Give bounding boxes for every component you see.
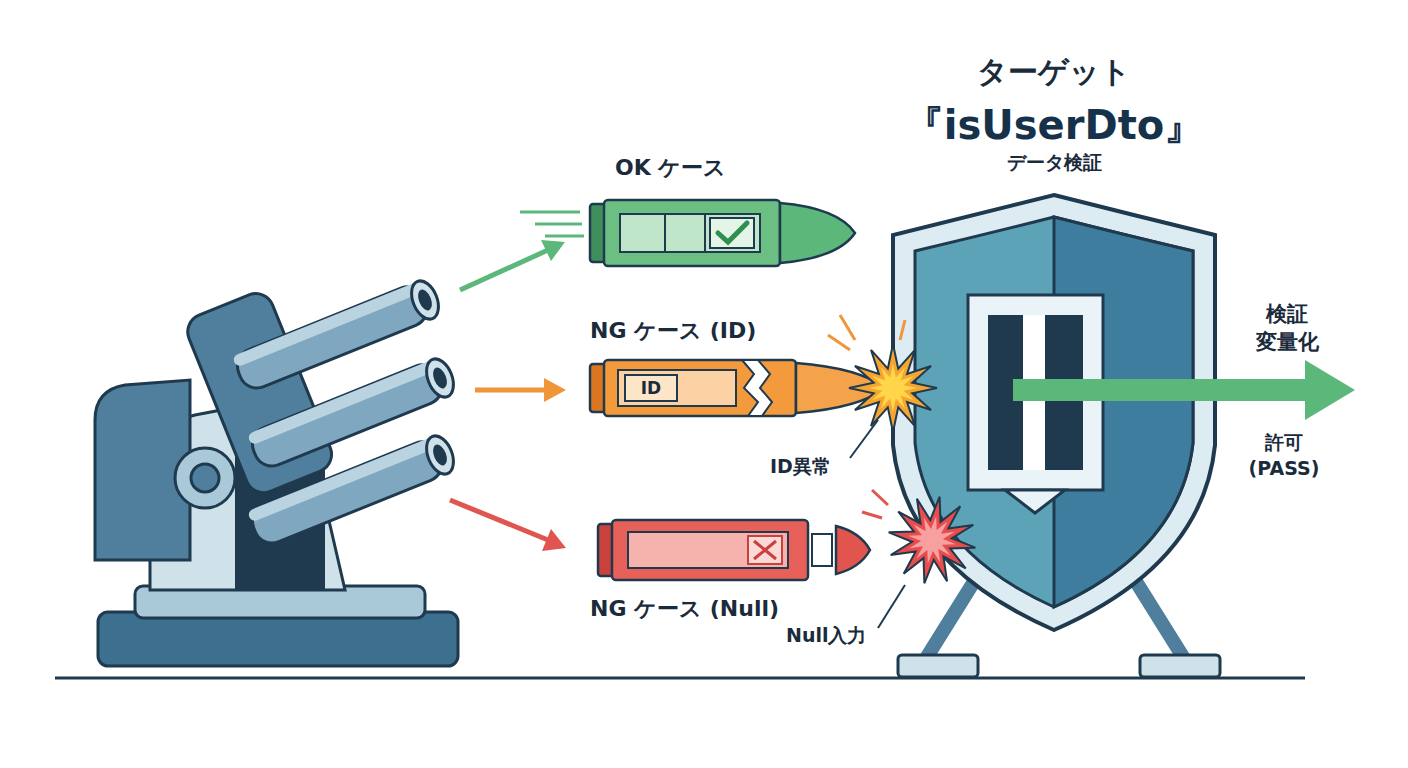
cannon-barrel — [247, 432, 459, 549]
explosion — [881, 489, 983, 591]
panel-divider — [664, 214, 666, 252]
speed-line — [520, 211, 580, 214]
cannon-pivot — [175, 448, 235, 508]
barrel-bore — [430, 366, 449, 391]
shield-leg — [1135, 580, 1185, 660]
check-mark — [718, 223, 747, 242]
shield-foot — [1140, 655, 1220, 677]
result-label: 検証 変量化 — [1252, 300, 1322, 357]
explosion — [849, 344, 937, 432]
explosion-inner — [869, 364, 917, 412]
barrel-muzzle — [421, 432, 458, 478]
firing-arrow-head — [542, 529, 566, 551]
x-mark — [754, 541, 776, 559]
bullet-tip — [836, 526, 870, 574]
bullet: NG ケース (Null) — [598, 520, 870, 580]
spark-line — [828, 335, 850, 350]
bullet-tip — [780, 203, 855, 263]
bullet: NG ケース (ID)ID — [590, 360, 885, 416]
pass-arrow-head — [1305, 360, 1355, 420]
target-heading: データ検証 — [853, 151, 1255, 174]
target-heading: ターゲット — [853, 54, 1255, 90]
housing-plate — [182, 288, 337, 498]
firing-arrow-line — [460, 250, 548, 290]
barrel-housing — [182, 288, 337, 498]
node-shape — [893, 195, 1215, 630]
spark-line — [840, 315, 855, 340]
firing-arrow-line — [475, 388, 545, 393]
bullet-casing — [604, 200, 780, 266]
firing-arrow-line — [450, 500, 548, 540]
barrel-highlight — [232, 281, 422, 367]
check-box — [710, 218, 754, 248]
impact-note: Null入力 — [786, 624, 866, 647]
target-shield: ターゲット『isUserDto』データ検証 — [893, 195, 1215, 630]
shield-inner-left — [915, 217, 1193, 607]
spark-line — [900, 320, 905, 340]
node-shape — [590, 200, 855, 266]
node-shape — [598, 520, 870, 580]
barrel-muzzle — [406, 277, 443, 323]
firing-arrow-head — [541, 240, 565, 261]
bullet-crack — [742, 360, 772, 416]
result-label: 許可 (PASS) — [1240, 430, 1328, 481]
ground-line — [55, 677, 1305, 680]
bullet-casing — [612, 520, 808, 580]
barrel-tube — [247, 436, 447, 548]
bullet-tag: ID — [624, 374, 678, 402]
firing-arrow-head — [544, 378, 566, 402]
impact-note: ID異常 — [770, 455, 831, 478]
barrel-muzzle — [421, 355, 458, 401]
leader-line — [850, 420, 878, 458]
panel-divider — [704, 214, 706, 252]
shield-foot — [898, 655, 978, 677]
shield-outer — [893, 195, 1215, 630]
bullet-tip — [796, 363, 885, 413]
case-label: NG ケース (ID) — [590, 318, 756, 344]
explosion-outer — [881, 489, 983, 591]
bullet: OK ケース — [590, 200, 855, 266]
target-heading: 『isUserDto』 — [823, 101, 1285, 149]
spark-line — [872, 490, 888, 505]
shield-leg — [925, 580, 975, 660]
case-label: NG ケース (Null) — [590, 596, 779, 622]
case-label: OK ケース — [615, 155, 726, 181]
spark-line — [862, 512, 882, 518]
bullet-panel — [628, 532, 788, 568]
explosion-outer — [849, 344, 937, 432]
pass-arrow-shaft — [1210, 379, 1310, 401]
speed-line — [535, 223, 582, 226]
cannon-base — [98, 612, 458, 666]
x-box — [748, 536, 782, 564]
bullet-gap-piece — [812, 534, 832, 566]
pass-channel — [1013, 379, 1218, 401]
bullet-casing — [604, 360, 796, 416]
shield-window-notch — [1005, 490, 1065, 513]
bullet-panel — [618, 370, 736, 406]
barrel-highlight — [247, 359, 437, 445]
leader-line — [878, 585, 905, 628]
barrel-bore — [430, 443, 449, 468]
barrel-highlight — [247, 436, 437, 522]
barrel-bore — [415, 288, 434, 313]
cannon-pivot-hub — [191, 464, 219, 492]
speed-line — [545, 235, 584, 238]
explosion-inner — [904, 512, 960, 568]
bullet-panel — [620, 214, 760, 252]
